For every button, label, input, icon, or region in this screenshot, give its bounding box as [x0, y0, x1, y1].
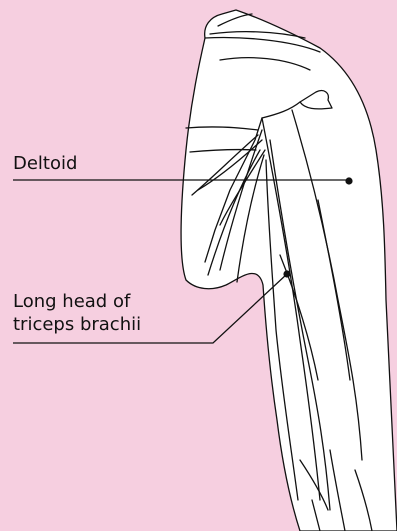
label-line-2: triceps brachii — [13, 313, 141, 336]
label-deltoid: Deltoid — [13, 152, 77, 175]
label-long-head-triceps: Long head of triceps brachii — [13, 290, 141, 336]
label-line-1: Long head of — [13, 290, 141, 313]
